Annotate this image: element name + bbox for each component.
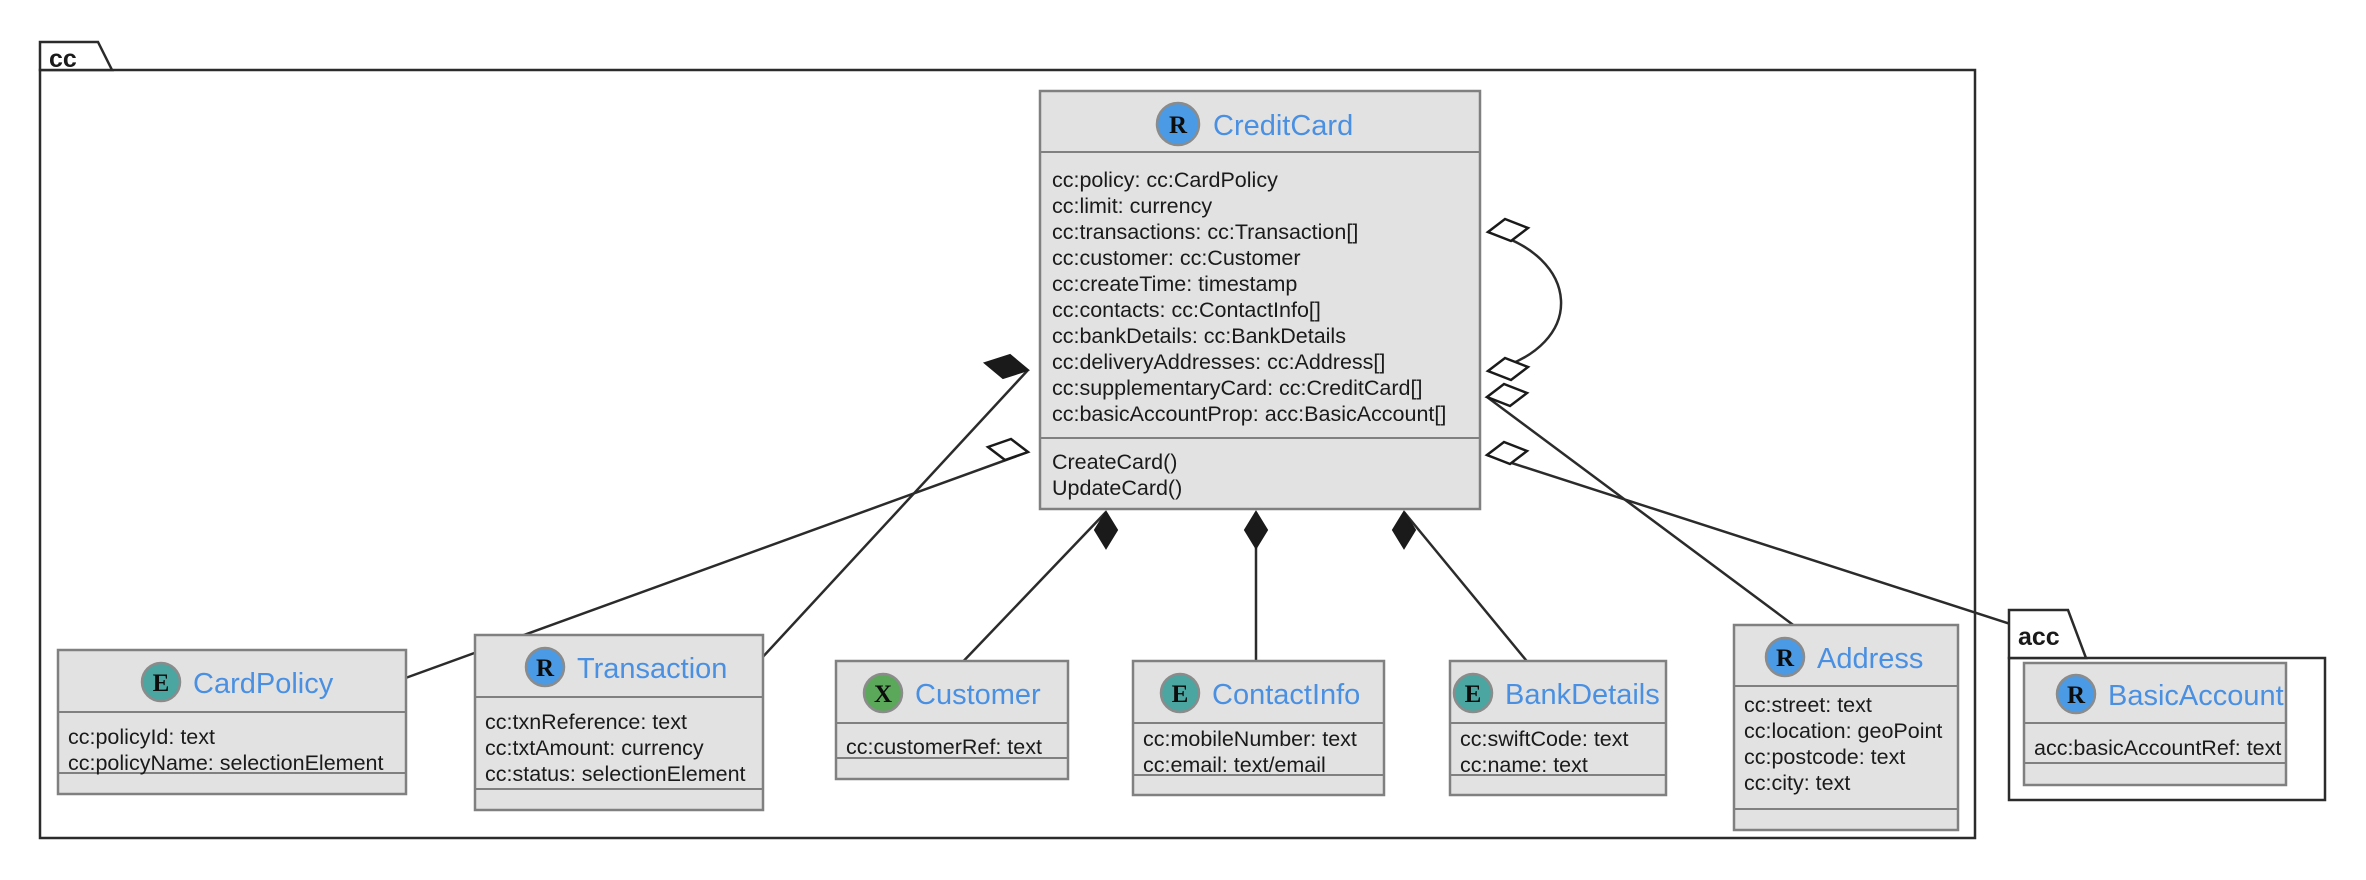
edge-creditcard-address[interactable] [1486,395,1801,632]
class-creditcard-attr: cc:createTime: timestamp [1052,272,1297,296]
class-transaction-title: Transaction [577,653,727,685]
class-creditcard-attr: cc:limit: currency [1052,194,1212,218]
package-acc-tab [2007,608,2088,660]
class-creditcard-attr: cc:basicAccountProp: acc:BasicAccount[] [1052,402,1446,426]
edge-creditcard-basicaccount[interactable] [1486,453,2061,642]
class-contactinfo-title: ContactInfo [1212,679,1360,711]
class-basicaccount-title: BasicAccount [2108,680,2284,712]
class-creditcard[interactable]: R CreditCard cc:policy: cc:CardPolicy cc… [1038,89,1482,511]
class-cardpolicy[interactable]: E CardPolicy cc:policyId: text cc:policy… [56,648,408,796]
class-customer-title: Customer [915,679,1041,711]
package-cc-frame [38,68,1977,840]
class-creditcard-operation: UpdateCard() [1052,476,1182,500]
class-bankdetails-attr: cc:name: text [1460,753,1588,777]
class-cardpolicy-attr: cc:policyId: text [68,725,215,749]
external-x-icon-letter: X [874,681,892,708]
resource-r-icon-letter: R [1169,112,1188,139]
class-transaction-attr: cc:status: selectionElement [485,762,746,786]
resource-r-icon-letter: R [2067,682,2086,709]
class-bankdetails[interactable]: E BankDetails cc:swiftCode: text cc:name… [1448,659,1668,797]
class-transaction-attr: cc:txnReference: text [485,710,687,734]
class-basicaccount-attr: acc:basicAccountRef: text [2034,736,2281,760]
aggregation-diamond-cardpolicy [985,437,1031,462]
aggregation-diamond-self-top [1485,217,1531,243]
aggregation-diamond-self-bottom [1485,356,1531,382]
class-cardpolicy-attr: cc:policyName: selectionElement [68,751,383,775]
class-address-attr: cc:city: text [1744,771,1850,795]
edge-creditcard-customer[interactable] [954,511,1107,671]
class-address[interactable]: R Address cc:street: text cc:location: g… [1732,623,1960,832]
entity-e-icon [1159,672,1201,714]
class-creditcard-attr: cc:policy: cc:CardPolicy [1052,168,1278,192]
class-contactinfo-attr: cc:email: text/email [1143,753,1326,777]
class-creditcard-attr: cc:customer: cc:Customer [1052,246,1301,270]
aggregation-diamond-basicaccount [1484,440,1530,466]
class-creditcard-operation: CreateCard() [1052,450,1177,474]
class-creditcard-attr: cc:bankDetails: cc:BankDetails [1052,324,1346,348]
entity-e-icon-letter: E [1465,681,1482,708]
class-transaction[interactable]: R Transaction cc:txnReference: text cc:t… [473,633,765,812]
edge-creditcard-transaction[interactable] [759,369,1029,661]
class-transaction-box [473,633,765,812]
resource-r-icon [2055,673,2097,715]
relationship-edges [399,217,2061,682]
class-creditcard-attr: cc:supplementaryCard: cc:CreditCard[] [1052,376,1422,400]
package-acc-label: acc [2018,623,2060,651]
entity-e-icon-letter: E [1172,681,1189,708]
class-creditcard-attr: cc:contacts: cc:ContactInfo[] [1052,298,1321,322]
package-cc-tab [38,40,115,72]
entity-e-icon [1452,672,1494,714]
edge-creditcard-self[interactable] [1487,230,1563,373]
class-transaction-attr: cc:txtAmount: currency [485,736,704,760]
composition-diamond-transaction [982,353,1031,380]
class-creditcard-attr: cc:deliveryAddresses: cc:Address[] [1052,350,1385,374]
composition-diamond-customer [1093,510,1119,550]
package-acc-frame [2007,656,2327,802]
entity-e-icon-letter: E [153,670,170,697]
class-creditcard-title: CreditCard [1213,110,1353,142]
class-address-title: Address [1817,643,1923,675]
composition-diamond-bankdetails [1391,510,1417,550]
resource-r-icon-letter: R [536,655,555,682]
composition-diamond-contactinfo [1243,510,1269,550]
resource-r-icon [524,646,566,688]
class-cardpolicy-title: CardPolicy [193,668,334,700]
resource-r-icon [1764,636,1806,678]
class-address-attr: cc:location: geoPoint [1744,719,1942,743]
class-bankdetails-attr: cc:swiftCode: text [1460,727,1628,751]
edge-creditcard-bankdetails[interactable] [1403,511,1531,666]
class-customer[interactable]: X Customer cc:customerRef: text [834,659,1070,781]
class-address-attr: cc:street: text [1744,693,1872,717]
external-x-icon [862,672,904,714]
class-customer-attr: cc:customerRef: text [846,735,1042,759]
resource-r-icon-letter: R [1776,645,1795,672]
package-cc-label: cc [49,45,77,73]
aggregation-diamond-address [1484,382,1530,408]
package-cc[interactable]: cc [38,40,1977,840]
resource-r-icon [1155,101,1201,147]
class-basicaccount[interactable]: R BasicAccount acc:basicAccountRef: text [2022,661,2288,787]
class-address-attr: cc:postcode: text [1744,745,1905,769]
entity-e-icon [140,661,182,703]
class-cardpolicy-box [56,648,408,796]
class-bankdetails-title: BankDetails [1505,679,1660,711]
class-creditcard-attr: cc:transactions: cc:Transaction[] [1052,220,1358,244]
package-acc[interactable]: acc [2007,608,2327,802]
class-contactinfo[interactable]: E ContactInfo cc:mobileNumber: text cc:e… [1131,659,1386,797]
class-contactinfo-attr: cc:mobileNumber: text [1143,727,1357,751]
class-creditcard-box [1038,89,1482,511]
